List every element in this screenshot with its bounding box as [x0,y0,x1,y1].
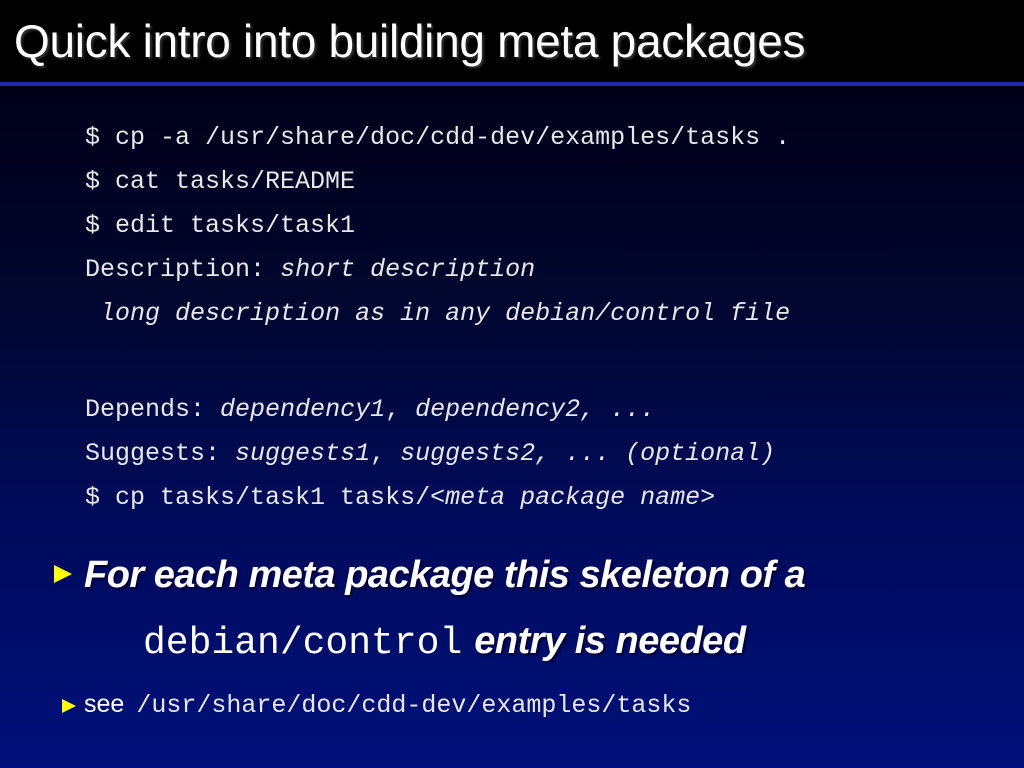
code-italic: dependency2 [415,395,581,424]
bullet-sub-path: /usr/share/doc/cdd-dev/examples/tasks [136,691,692,720]
code-italic: suggests1 [235,439,371,468]
bullet-main-tail: entry is needed [474,620,746,662]
code-text: $ cat tasks/README [85,167,356,196]
code-sep: , ... (optional) [535,439,776,468]
code-text: $ cp -a /usr/share/doc/cdd-dev/examples/… [85,123,791,152]
code-line-cp: $ cp -a /usr/share/doc/cdd-dev/examples/… [55,100,790,150]
code-line-cat: $ cat tasks/README [55,144,355,194]
code-sep: , [385,395,416,424]
code-prefix: Description: [85,255,281,284]
code-line-cp-task: $ cp tasks/task1 tasks/<meta package nam… [55,460,715,510]
code-line-description: Description: short description [55,232,535,282]
bullet-sub: see/usr/share/doc/cdd-dev/examples/tasks [62,692,691,718]
triangle-bullet-icon [54,564,72,583]
code-line-long-description: long description as in any debian/contro… [55,276,790,326]
code-sep: , [370,439,401,468]
code-prefix: $ cp tasks/task1 tasks/ [85,483,431,512]
code-italic: long description as in any debian/contro… [100,299,791,328]
code-italic: suggests2 [400,439,536,468]
title-bar [0,0,1024,84]
code-italic: dependency1 [220,395,386,424]
code-prefix [85,299,100,328]
slide-title: Quick intro into building meta packages [14,15,806,67]
bullet-main-line2: debian/control entry is needed [143,622,746,663]
code-line-depends: Depends: dependency1, dependency2, ... [55,372,655,422]
code-text: $ edit tasks/task1 [85,211,356,240]
code-prefix: Suggests: [85,439,236,468]
triangle-bullet-icon [62,698,76,713]
code-italic: short description [280,255,536,284]
bullet-sub-word: see [84,690,125,718]
title-divider [0,82,1024,86]
bullet-main: For each meta package this skeleton of a [54,554,806,596]
code-prefix: Depends: [85,395,221,424]
code-line-suggests: Suggests: suggests1, suggests2, ... (opt… [55,416,775,466]
code-italic: <meta package name> [430,483,716,512]
code-line-edit: $ edit tasks/task1 [55,188,355,238]
code-sep: , ... [580,395,656,424]
bullet-main-text: For each meta package this skeleton of a [84,554,806,596]
bullet-main-code: debian/control [143,622,463,665]
